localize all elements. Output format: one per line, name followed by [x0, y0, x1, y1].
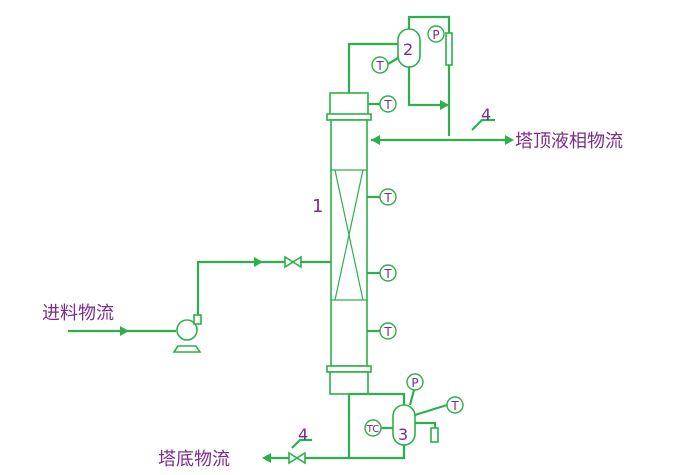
- overhead-vapor-line: [347, 42, 398, 93]
- column-lower-temperature-label: T: [383, 325, 392, 339]
- bottom-stream-label: 塔底物流: [158, 449, 230, 470]
- valve-half-right: [291, 255, 302, 269]
- valve-icon: [288, 451, 306, 465]
- top-outlet-number: 4: [481, 105, 491, 124]
- heater-element: [430, 427, 439, 443]
- column-top-temperature-label: T: [383, 98, 392, 112]
- valve-icon: [284, 255, 302, 269]
- drum-side-device: [445, 32, 453, 66]
- flow-arrow-icon: [371, 135, 380, 145]
- distillation-column: [326, 92, 372, 395]
- drum-liquid-line: [407, 67, 449, 107]
- reboiler-temperature-label: T: [450, 399, 459, 413]
- column-bottom-flange: [326, 365, 372, 373]
- flow-arrow-icon: [505, 135, 514, 145]
- bottom-outlet-line: [270, 394, 351, 460]
- reboiler-temp-tap: [414, 403, 448, 417]
- top-liquid-stream-label: 塔顶液相物流: [515, 131, 623, 152]
- drum-temp-tap: [387, 57, 399, 65]
- reboiler-temperature-controller: [364, 419, 382, 437]
- flow-arrow-icon: [440, 100, 449, 110]
- bottom-outlet-leader: [291, 438, 312, 449]
- pump-icon: [172, 314, 202, 353]
- column-upper-temperature-indicator: [379, 188, 397, 206]
- flow-arrow-icon: [262, 453, 271, 463]
- column-bottom-head: [329, 371, 369, 395]
- column-top-temperature-indicator: [379, 95, 397, 113]
- column-top-flange: [326, 113, 372, 121]
- drum-temperature-label: T: [375, 59, 384, 73]
- reboiler-pressure-indicator: [406, 373, 424, 391]
- pump-casing: [176, 319, 198, 341]
- column-middle-temperature-label: T: [383, 267, 392, 281]
- drum-pressure-indicator: [427, 25, 445, 43]
- top-drum-number: 2: [403, 40, 413, 59]
- reboiler-number: 3: [398, 425, 408, 444]
- top-outlet-leader: [471, 118, 495, 131]
- drum-vent-line: [407, 15, 451, 33]
- reboiler-pressure-label: P: [411, 376, 418, 390]
- reboiler-pressure-tap: [408, 389, 416, 406]
- feed-stream-label: 进料物流: [42, 303, 114, 324]
- bottom-valve-half-right: [295, 451, 306, 465]
- feed-line: [196, 260, 331, 315]
- heater-line: [415, 421, 437, 428]
- reboiler-feed-line: [349, 392, 406, 405]
- column-top-head: [329, 92, 369, 116]
- pump-base: [172, 345, 202, 353]
- flow-arrow-icon: [254, 257, 263, 267]
- column-shell: [330, 119, 368, 367]
- bottom-outlet-number: 4: [298, 425, 308, 444]
- reboiler-return-line: [349, 445, 406, 460]
- valve-half-left: [284, 255, 295, 269]
- column-lower-temperature-indicator: [379, 322, 397, 340]
- column-upper-temperature-label: T: [383, 191, 392, 205]
- bottom-valve-half-left: [288, 451, 299, 465]
- drum-temperature-indicator: [371, 56, 389, 74]
- flow-arrow-icon: [120, 326, 129, 336]
- column-middle-temperature-indicator: [379, 264, 397, 282]
- packing-cross-line-b: [334, 169, 364, 301]
- reboiler-tc-label: TC: [366, 424, 380, 435]
- reboiler-temperature-indicator: [446, 396, 464, 414]
- column-number: 1: [312, 196, 323, 217]
- pump-discharge: [193, 314, 202, 325]
- drum-pressure-label: P: [432, 28, 439, 42]
